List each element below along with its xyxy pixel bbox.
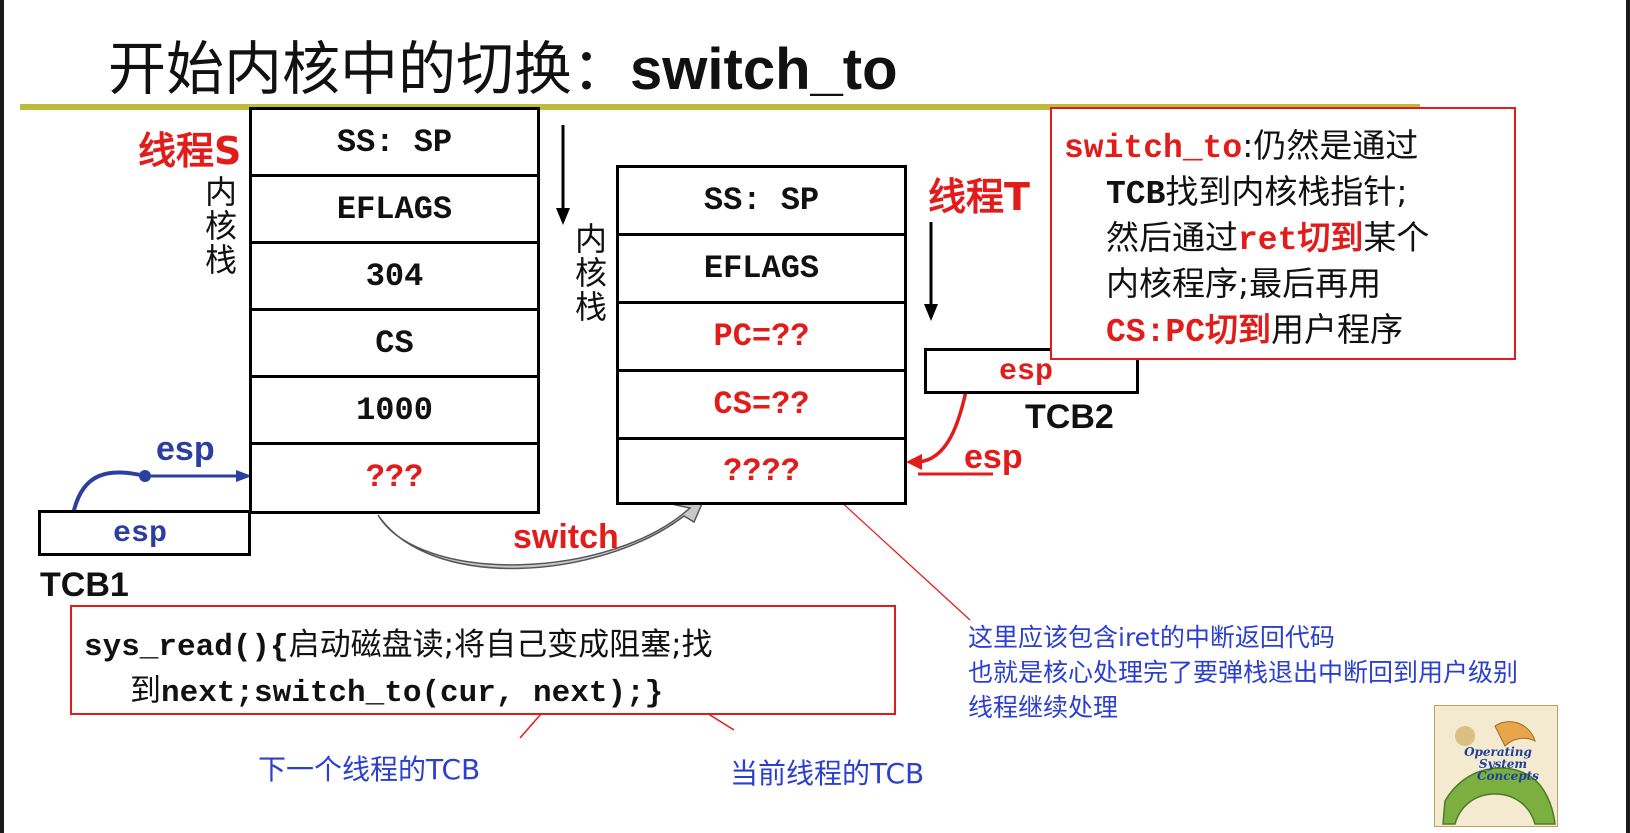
thread-s-label: 线程S	[138, 129, 242, 173]
note-line3-code: ret切到	[1238, 222, 1364, 259]
title-ascii: switch_to	[630, 37, 898, 102]
iret-annotation-line-2: 也就是核心处理完了要弹栈退出中断回到用户级别	[968, 658, 1519, 687]
iret-pointer	[825, 487, 971, 621]
stack-s-cell-unknown: ???	[365, 458, 424, 496]
stack-t-cell: EFLAGS	[619, 236, 904, 304]
switch-label: switch	[513, 518, 619, 556]
note-line-3: 然后通过ret切到某个	[1106, 211, 1429, 259]
note-line-4: 内核程序;最后再用	[1106, 264, 1382, 303]
thread-s-kernel-stack: SS: SP EFLAGS 304 CS 1000 ???	[249, 107, 540, 514]
note-line5-text: 用户程序	[1271, 310, 1404, 349]
stack-s-cell: 304	[252, 244, 537, 311]
title-rule	[20, 104, 1420, 110]
thread-t-label: 线程T	[928, 175, 1030, 219]
iret-annotation-line-3: 线程继续处理	[968, 693, 1119, 722]
esp-pointer-t-label: esp	[964, 438, 1023, 476]
note-line-1: switch_to:仍然是通过	[1064, 119, 1418, 167]
next-tcb-annotation: 下一个线程的TCB	[258, 753, 481, 786]
esp-arrow-s-head	[236, 470, 252, 482]
note-line-2: TCB找到内核栈指针;	[1106, 165, 1408, 213]
tcb1-esp-field: esp	[113, 517, 168, 551]
switch-to-note: switch_to:仍然是通过 TCB找到内核栈指针; 然后通过ret切到某个 …	[1050, 107, 1516, 360]
stack-t-cell-pc: PC=??	[619, 304, 904, 372]
note-line-5: CS:PC切到用户程序	[1106, 303, 1403, 351]
code-line2-text: 到	[130, 673, 161, 709]
stack-t-cell-cs: CS=??	[619, 372, 904, 440]
tcb1-box: esp	[38, 510, 251, 556]
stack-t-cell-unknown: ????	[723, 452, 800, 490]
code-line-1: sys_read(){启动磁盘读;将自己变成阻塞;找	[84, 619, 713, 665]
code-line2-code: next;switch_to(cur, next);}	[161, 676, 664, 711]
left-border	[0, 0, 4, 833]
right-border	[1626, 0, 1630, 833]
stack-t-cell: SS: SP	[619, 168, 904, 236]
thread-t-kernel-stack-label: 内核栈	[574, 220, 607, 326]
code-line-2: 到next;switch_to(cur, next);}	[130, 665, 663, 711]
thread-t-kernel-stack: SS: SP EFLAGS PC=?? CS=?? ????	[616, 165, 907, 505]
sys-read-code-box: sys_read(){启动磁盘读;将自己变成阻塞;找 到next;switch_…	[70, 605, 896, 715]
esp-pointer-s-label: esp	[156, 430, 215, 468]
stack-s-cell: SS: SP	[252, 110, 537, 177]
dinosaur-illustration	[1442, 721, 1556, 825]
note-line2-text: 找到内核栈指针;	[1165, 172, 1408, 211]
note-line3-text-b: 某个	[1363, 218, 1430, 257]
page-title: 开始内核中的切换：switch_to	[108, 22, 898, 106]
esp-arrow-t-head	[906, 454, 922, 470]
tcb2-esp-field: esp	[999, 355, 1054, 389]
logo-text-line: Operating	[1464, 745, 1532, 759]
note-line2-code: TCB	[1106, 176, 1166, 213]
note-line1-text: :仍然是通过	[1242, 126, 1419, 165]
code-line1-text: 启动磁盘读;将自己变成阻塞;找	[288, 627, 713, 663]
note-line1-code: switch_to	[1064, 130, 1243, 167]
tcb1-label: TCB1	[40, 566, 129, 604]
operating-system-concepts-logo: Operating System Concepts	[1434, 705, 1558, 827]
current-tcb-annotation: 当前线程的TCB	[730, 757, 925, 790]
note-line3-text-a: 然后通过	[1106, 218, 1238, 257]
note-line5-code: CS:PC切到	[1106, 314, 1272, 351]
code-line1-code: sys_read(){	[84, 630, 289, 665]
logo-text-line: Concepts	[1477, 769, 1539, 783]
stack-s-cell: CS	[252, 311, 537, 378]
title-cjk: 开始内核中的切换：	[108, 35, 631, 103]
stack-direction-arrowhead-s	[556, 208, 570, 225]
thread-s-kernel-stack-label: 内核栈	[204, 173, 237, 279]
logo-text-line: System	[1478, 757, 1528, 771]
stack-direction-arrowhead-t	[924, 304, 938, 321]
stack-s-cell: 1000	[252, 378, 537, 445]
logo-text: Operating System Concepts	[1457, 746, 1539, 782]
stack-s-cell: EFLAGS	[252, 177, 537, 244]
esp-arrow-tcb1-curve	[70, 470, 146, 521]
tcb2-label: TCB2	[1025, 398, 1114, 436]
iret-annotation-line-1: 这里应该包含iret的中断返回代码	[968, 623, 1335, 652]
